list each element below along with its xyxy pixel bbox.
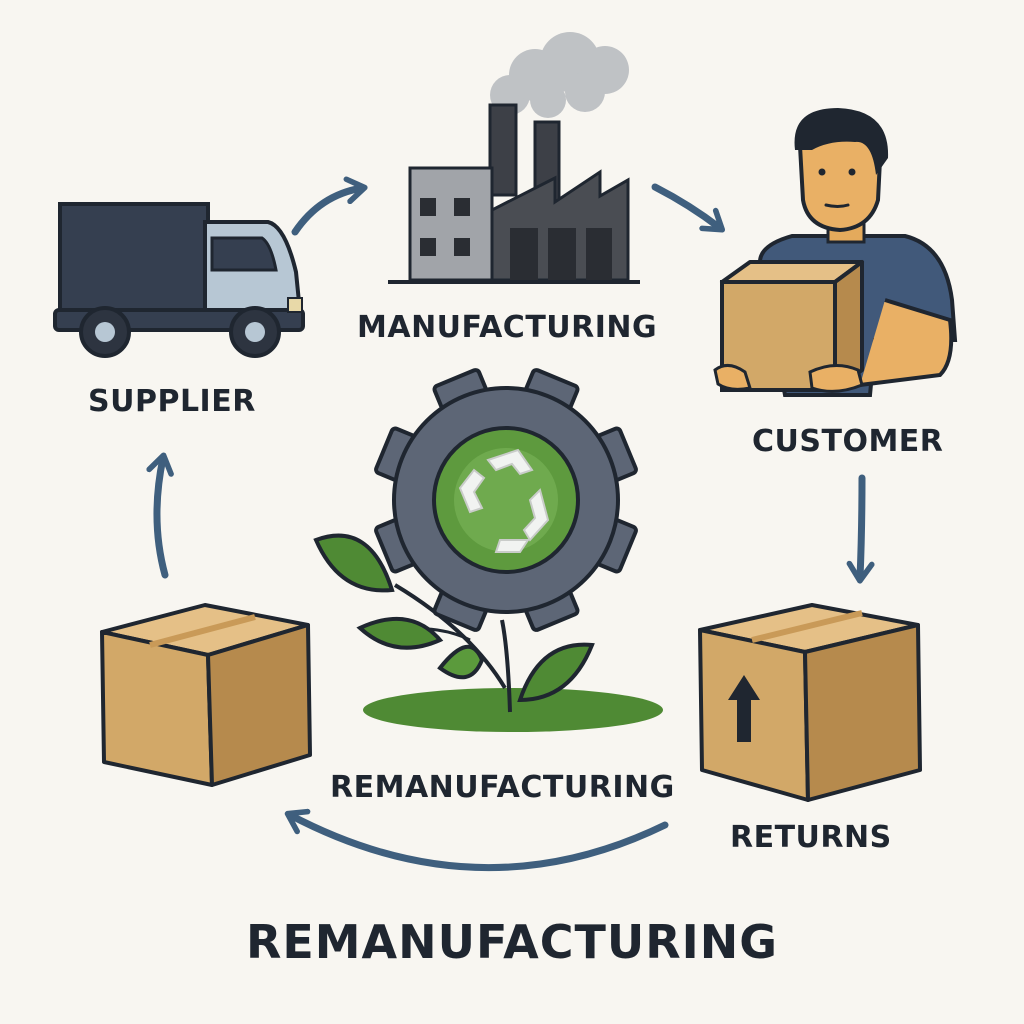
arrow-customer-to-returns: [846, 474, 875, 584]
return-box-icon: [698, 603, 922, 802]
recycle-symbol: [458, 448, 550, 553]
cycle-arrows: [146, 176, 875, 872]
remanufacturing-label: REMANUFACTURING: [330, 770, 675, 805]
arrow-remanufacturing-to-supplier: [146, 452, 174, 579]
truck-icon: [53, 202, 305, 358]
factory-icon: [388, 32, 640, 284]
gear-recycle-icon: [374, 368, 638, 632]
supplier-label: SUPPLIER: [88, 384, 256, 419]
page-title: REMANUFACTURING: [245, 915, 779, 969]
arrow-supplier-to-manufacturing: [291, 176, 368, 236]
smoke: [490, 32, 629, 118]
person-with-box-icon: [713, 108, 958, 397]
returns-label: RETURNS: [730, 820, 892, 855]
plant-icon: [313, 533, 663, 732]
manufacturing-label: MANUFACTURING: [357, 310, 658, 345]
arrow-manufacturing-to-customer: [651, 183, 726, 233]
customer-label: CUSTOMER: [752, 424, 944, 459]
box-icon: [100, 603, 312, 787]
up-arrow-icon: [728, 675, 760, 742]
arrow-returns-to-remanufacturing: [284, 808, 669, 872]
